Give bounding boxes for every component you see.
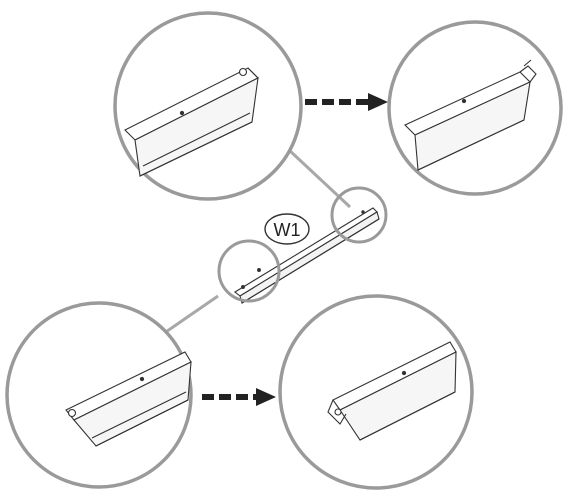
detail-top-left [113,11,303,201]
part-label-badge: W1 [264,213,310,245]
zoom-circle-small-right [330,186,388,244]
part-label: W1 [274,220,301,240]
arrow-top [305,93,388,111]
zoom-circle-small-left [217,239,281,303]
rail-part-w1 [234,207,380,304]
connector-line-top [287,148,352,209]
connector-line-bottom [159,294,219,338]
arrow-bottom [202,388,276,406]
detail-top-right [387,20,563,196]
detail-bottom-right [278,294,474,490]
detail-bottom-left [5,301,193,489]
